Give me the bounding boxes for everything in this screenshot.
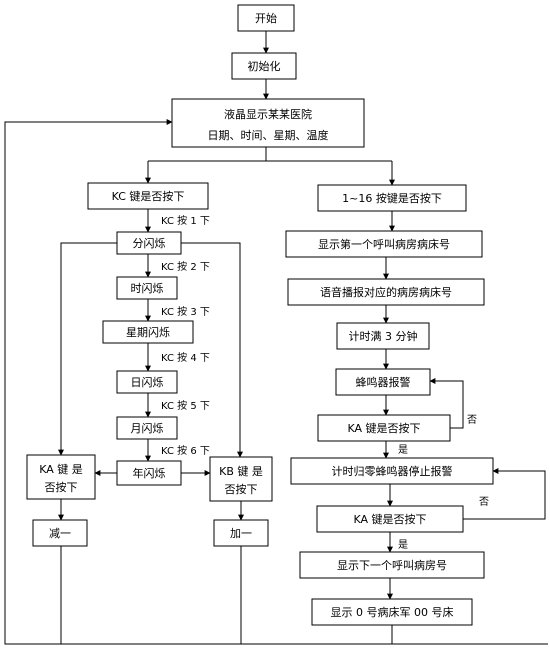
lcd-line2-label: 日期、时间、星期、温度 — [208, 128, 329, 142]
timer-3min-label: 计时满 3 分钟 — [349, 329, 418, 343]
kc1-edge-label: KC 按 1 下 — [161, 214, 210, 227]
year-flash-node — [116, 460, 182, 486]
timer-reset-label: 计时归零蜂鸣器停止报警 — [332, 464, 453, 478]
ka-check2-label: KA 键是否按下 — [353, 512, 426, 526]
no1-edge-label: 否 — [467, 414, 477, 426]
kb-line1-label: KB 键 是 — [219, 464, 263, 478]
ka-left-line1-label: KA 键 是 — [39, 462, 83, 476]
init-label: 初始化 — [248, 59, 281, 73]
kb-line2-label: 否按下 — [225, 482, 258, 496]
kc5-edge-label: KC 按 5 下 — [161, 399, 210, 412]
timer-3min-node — [336, 322, 430, 350]
kc-pressed-node — [87, 182, 209, 210]
voice-report-label: 语音播报对应的病房病床号 — [320, 285, 452, 299]
minute-flash-label: 分闪烁 — [133, 236, 166, 250]
ka-left-line2-label: 否按下 — [45, 480, 78, 494]
kb-node — [209, 456, 273, 502]
plus-one-label: 加一 — [230, 527, 252, 540]
buzzer-alarm-node — [335, 368, 431, 396]
start-label: 开始 — [255, 11, 277, 25]
kc6-edge-label: KC 按 6 下 — [161, 444, 210, 457]
kc-pressed-label: KC 键是否按下 — [112, 189, 185, 203]
show-next-node — [299, 551, 485, 579]
month-flash-label: 月闪烁 — [131, 421, 164, 435]
show-first-label: 显示第一个呼叫病房病床号 — [318, 237, 450, 251]
no2-edge-label: 否 — [479, 496, 489, 508]
day-flash-label: 日闪烁 — [131, 375, 164, 389]
kc4-edge-label: KC 按 4 下 — [161, 351, 210, 364]
yes1-edge-label: 是 — [398, 444, 408, 456]
ka-check1-label: KA 键是否按下 — [347, 421, 420, 435]
lcd-line1-label: 液晶显示某某医院 — [224, 107, 312, 121]
kc3-edge-label: KC 按 3 下 — [161, 305, 210, 318]
show-first-node — [285, 230, 483, 258]
show-zero-label: 显示 0 号病床军 00 号床 — [331, 605, 454, 619]
init-node — [231, 52, 297, 80]
ka-check2-node — [316, 505, 464, 533]
yes2-edge-label: 是 — [398, 539, 408, 551]
buzzer-alarm-label: 蜂鸣器报警 — [356, 375, 411, 389]
show-zero-node — [311, 598, 473, 626]
week-flash-label: 星期闪烁 — [126, 325, 170, 339]
minus-one-label: 减一 — [49, 527, 71, 540]
hour-flash-label: 时闪烁 — [131, 281, 164, 295]
keys-1-16-label: 1~16 按键是否按下 — [342, 191, 442, 205]
show-next-label: 显示下一个呼叫病房号 — [337, 558, 447, 572]
plus-one-node — [213, 519, 269, 547]
voice-report-node — [287, 278, 485, 306]
start-node — [237, 4, 295, 32]
year-flash-label: 年闪烁 — [133, 466, 166, 480]
kc2-edge-label: KC 按 2 下 — [161, 260, 210, 273]
